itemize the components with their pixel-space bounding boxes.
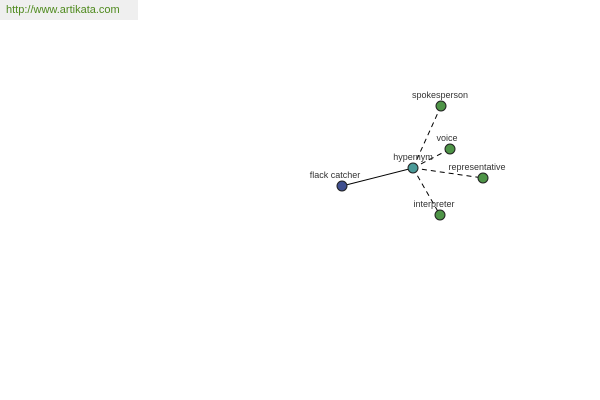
node-spokesperson-circle[interactable]: [435, 100, 447, 112]
edge-source-relation: [341, 167, 414, 187]
node-representative-circle[interactable]: [477, 172, 489, 184]
edge-relation-spokesperson: [412, 105, 442, 169]
node-source-label: flack catcher: [310, 170, 361, 180]
edge-relation-representative: [412, 167, 484, 179]
node-representative[interactable]: representative: [448, 162, 506, 184]
node-interpreter-circle[interactable]: [434, 209, 446, 221]
node-voice-circle[interactable]: [444, 143, 456, 155]
node-spokesperson[interactable]: spokesperson: [412, 90, 468, 112]
node-spokesperson-label: spokesperson: [412, 90, 468, 100]
node-interpreter[interactable]: interpreter: [413, 199, 455, 221]
nodes-layer: flack catcher hypernym spokesperson voice re…: [310, 90, 506, 221]
node-voice[interactable]: voice: [436, 133, 458, 155]
node-relation-circle[interactable]: [407, 162, 419, 174]
node-source[interactable]: flack catcher: [310, 170, 361, 192]
node-relation-label: hypernym: [393, 152, 433, 162]
node-source-circle[interactable]: [336, 180, 348, 192]
site-url-link[interactable]: http://www.artikata.com: [0, 0, 138, 20]
node-voice-label: voice: [436, 133, 457, 143]
node-interpreter-label: interpreter: [413, 199, 454, 209]
node-representative-label: representative: [448, 162, 505, 172]
edges-layer: [341, 105, 484, 216]
edge-relation-voice: [412, 148, 451, 169]
node-relation[interactable]: hypernym: [393, 152, 433, 174]
edge-relation-interpreter: [412, 167, 441, 216]
